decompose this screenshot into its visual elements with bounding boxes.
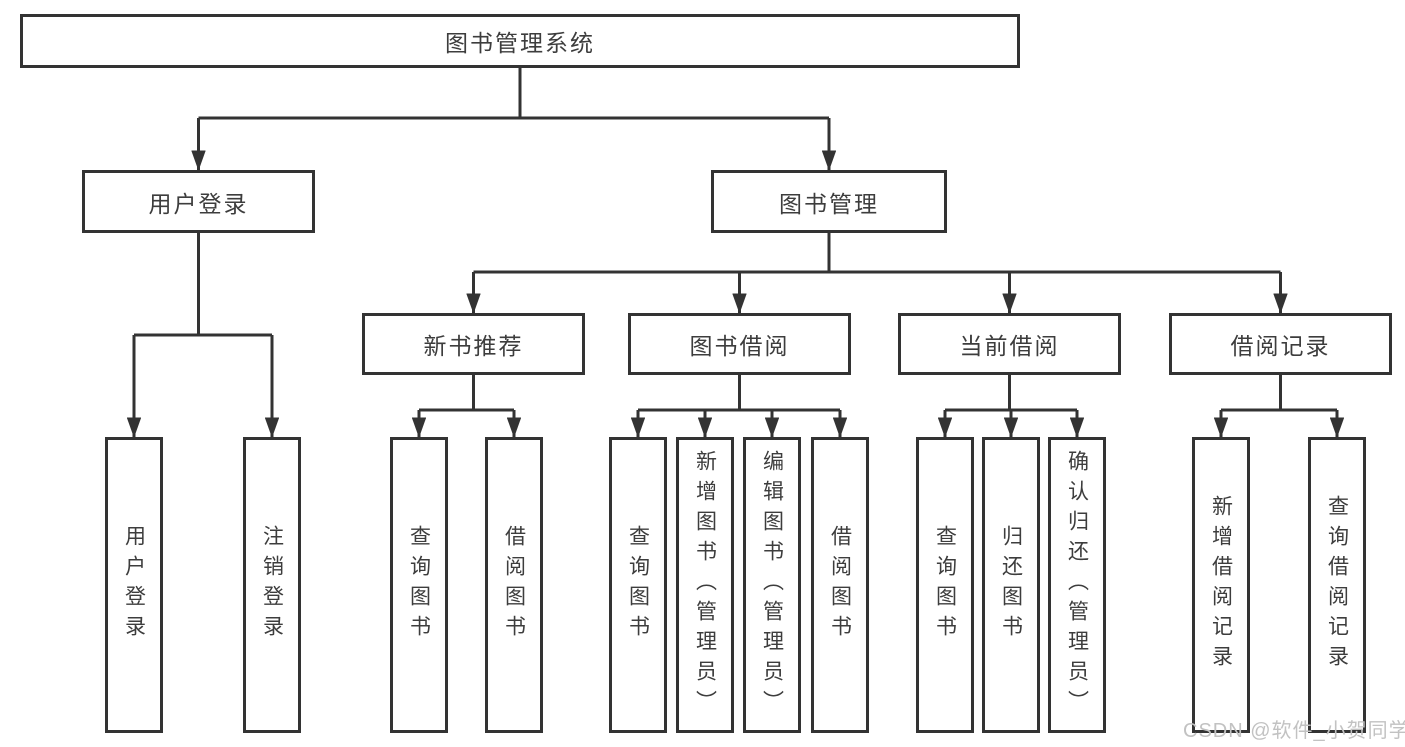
node-new-books-label: 新书推荐 xyxy=(423,333,524,359)
user-login-connectors xyxy=(126,233,280,438)
leaf-user-login: 用户登录 xyxy=(105,437,163,733)
leaf-current-confirm-label: 确认归还（管理员） xyxy=(1065,450,1089,720)
node-records-label: 借阅记录 xyxy=(1230,333,1331,359)
current-connectors xyxy=(937,375,1085,438)
leaf-logout-label: 注销登录 xyxy=(260,525,284,645)
leaf-records-query: 查询借阅记录 xyxy=(1308,437,1366,733)
node-book-mgmt-label: 图书管理 xyxy=(779,190,879,217)
leaf-newbooks-query: 查询图书 xyxy=(390,437,448,733)
leaf-newbooks-borrow: 借阅图书 xyxy=(485,437,543,733)
leaf-borrow-edit-label: 编辑图书（管理员） xyxy=(760,450,784,720)
node-user-login: 用户登录 xyxy=(82,170,315,233)
leaf-borrow-add-label: 新增图书（管理员） xyxy=(693,450,717,720)
root-connectors xyxy=(191,68,837,171)
node-root-label: 图书管理系统 xyxy=(445,30,595,56)
leaf-newbooks-borrow-label: 借阅图书 xyxy=(502,525,526,645)
leaf-borrow-borrow-label: 借阅图书 xyxy=(828,525,852,645)
leaf-borrow-borrow: 借阅图书 xyxy=(811,437,869,733)
leaf-records-query-label: 查询借阅记录 xyxy=(1325,495,1349,675)
new-books-connectors xyxy=(411,375,522,438)
leaf-current-query: 查询图书 xyxy=(916,437,974,733)
leaf-borrow-query: 查询图书 xyxy=(609,437,667,733)
node-borrow-label: 图书借阅 xyxy=(689,333,790,359)
node-user-login-label: 用户登录 xyxy=(148,190,249,217)
watermark: CSDN @软件_小贺同学 xyxy=(1183,720,1405,742)
node-borrow: 图书借阅 xyxy=(628,313,851,375)
leaf-borrow-query-label: 查询图书 xyxy=(626,525,650,645)
records-connectors xyxy=(1213,375,1345,438)
leaf-newbooks-query-label: 查询图书 xyxy=(407,525,431,645)
borrow-connectors xyxy=(630,375,848,438)
leaf-records-add-label: 新增借阅记录 xyxy=(1209,495,1233,675)
leaf-current-return-label: 归还图书 xyxy=(999,525,1023,645)
leaf-records-add: 新增借阅记录 xyxy=(1192,437,1250,733)
leaf-borrow-add: 新增图书（管理员） xyxy=(676,437,734,733)
leaf-logout: 注销登录 xyxy=(243,437,301,733)
leaf-current-query-label: 查询图书 xyxy=(933,525,957,645)
leaf-current-return: 归还图书 xyxy=(982,437,1040,733)
node-root: 图书管理系统 xyxy=(20,14,1020,68)
book-mgmt-connectors xyxy=(466,233,1288,314)
node-new-books: 新书推荐 xyxy=(362,313,585,375)
leaf-user-login-label: 用户登录 xyxy=(122,525,146,645)
leaf-current-confirm: 确认归还（管理员） xyxy=(1048,437,1106,733)
node-current: 当前借阅 xyxy=(898,313,1121,375)
node-current-label: 当前借阅 xyxy=(959,333,1060,359)
node-records: 借阅记录 xyxy=(1169,313,1392,375)
leaf-borrow-edit: 编辑图书（管理员） xyxy=(743,437,801,733)
node-book-mgmt: 图书管理 xyxy=(711,170,947,233)
